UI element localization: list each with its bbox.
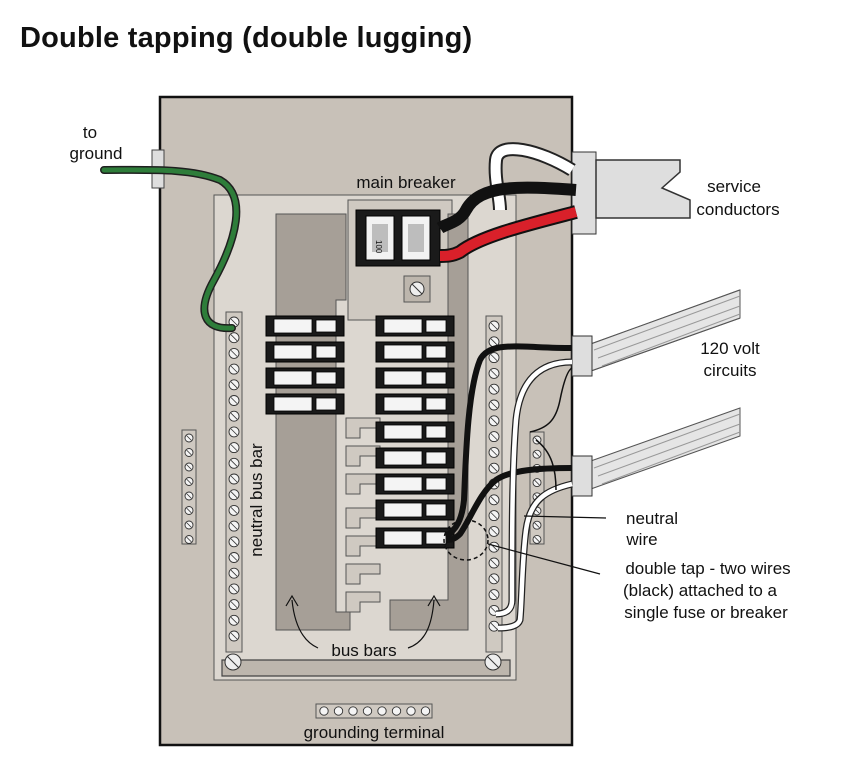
neutral-bus-screws [228,316,240,642]
double-tap-highlight [443,519,489,561]
main-breaker-rating: 100 [374,240,383,254]
breaker [265,341,345,363]
grounding-terminal-screws [319,706,431,716]
screw [377,706,387,716]
label-120v-circuits-line2: circuits [704,361,757,380]
screw [362,706,373,716]
service-conduit [595,159,691,219]
label-bus-bars: bus bars [331,641,396,660]
service-black-wire [436,181,577,234]
breaker [375,473,455,495]
left-breakers [265,315,345,415]
label-service-conductors-line2: conductors [696,200,779,219]
leader-bus-bars-right [407,599,435,649]
breaker [265,393,345,415]
label-double-tap-line1: double tap - two wires [625,559,790,578]
double-tap-wire-1 [444,343,573,539]
breaker [265,367,345,389]
screw [420,706,431,716]
leader-bus-bars-left [291,599,319,649]
label-to-ground-line1: to [83,123,97,142]
breaker [375,341,455,363]
breaker [375,527,455,549]
side-terminal-left [181,429,197,545]
screw [391,706,402,716]
diagram-title: Double tapping (double lugging) [20,22,473,54]
screw [319,706,329,716]
label-neutral-wire-line2: wire [625,530,657,549]
breaker [375,315,455,337]
screw [348,706,358,716]
screw [406,706,416,716]
breaker [375,367,455,389]
breaker [375,393,455,415]
label-neutral-bus-bar: neutral bus bar [247,443,266,557]
double-tap-wire-2 [445,465,573,543]
label-double-tap-line3: single fuse or breaker [624,603,788,622]
grounding-terminal [315,703,433,719]
breaker [265,315,345,337]
label-main-breaker: main breaker [356,173,456,192]
screw [333,706,344,716]
breaker [375,499,455,521]
label-service-conductors-line1: service [707,177,761,196]
leader-neutral-wire [523,515,607,519]
cable-connector-upper [571,335,593,377]
leader-double-tap [487,543,601,575]
right-breakers [375,315,455,549]
breaker [375,447,455,469]
bus-bar-teeth [345,417,381,613]
cable-connector-lower [571,455,593,497]
label-double-tap-line2: (black) attached to a [623,581,778,600]
label-120v-circuits-line1: 120 volt [700,339,760,358]
breaker [375,421,455,443]
label-grounding-terminal: grounding terminal [304,723,445,742]
label-neutral-wire-line1: neutral [626,509,678,528]
label-to-ground-line2: ground [70,144,123,163]
bottom-bracket [221,659,511,677]
thin-wire-right [529,367,573,433]
